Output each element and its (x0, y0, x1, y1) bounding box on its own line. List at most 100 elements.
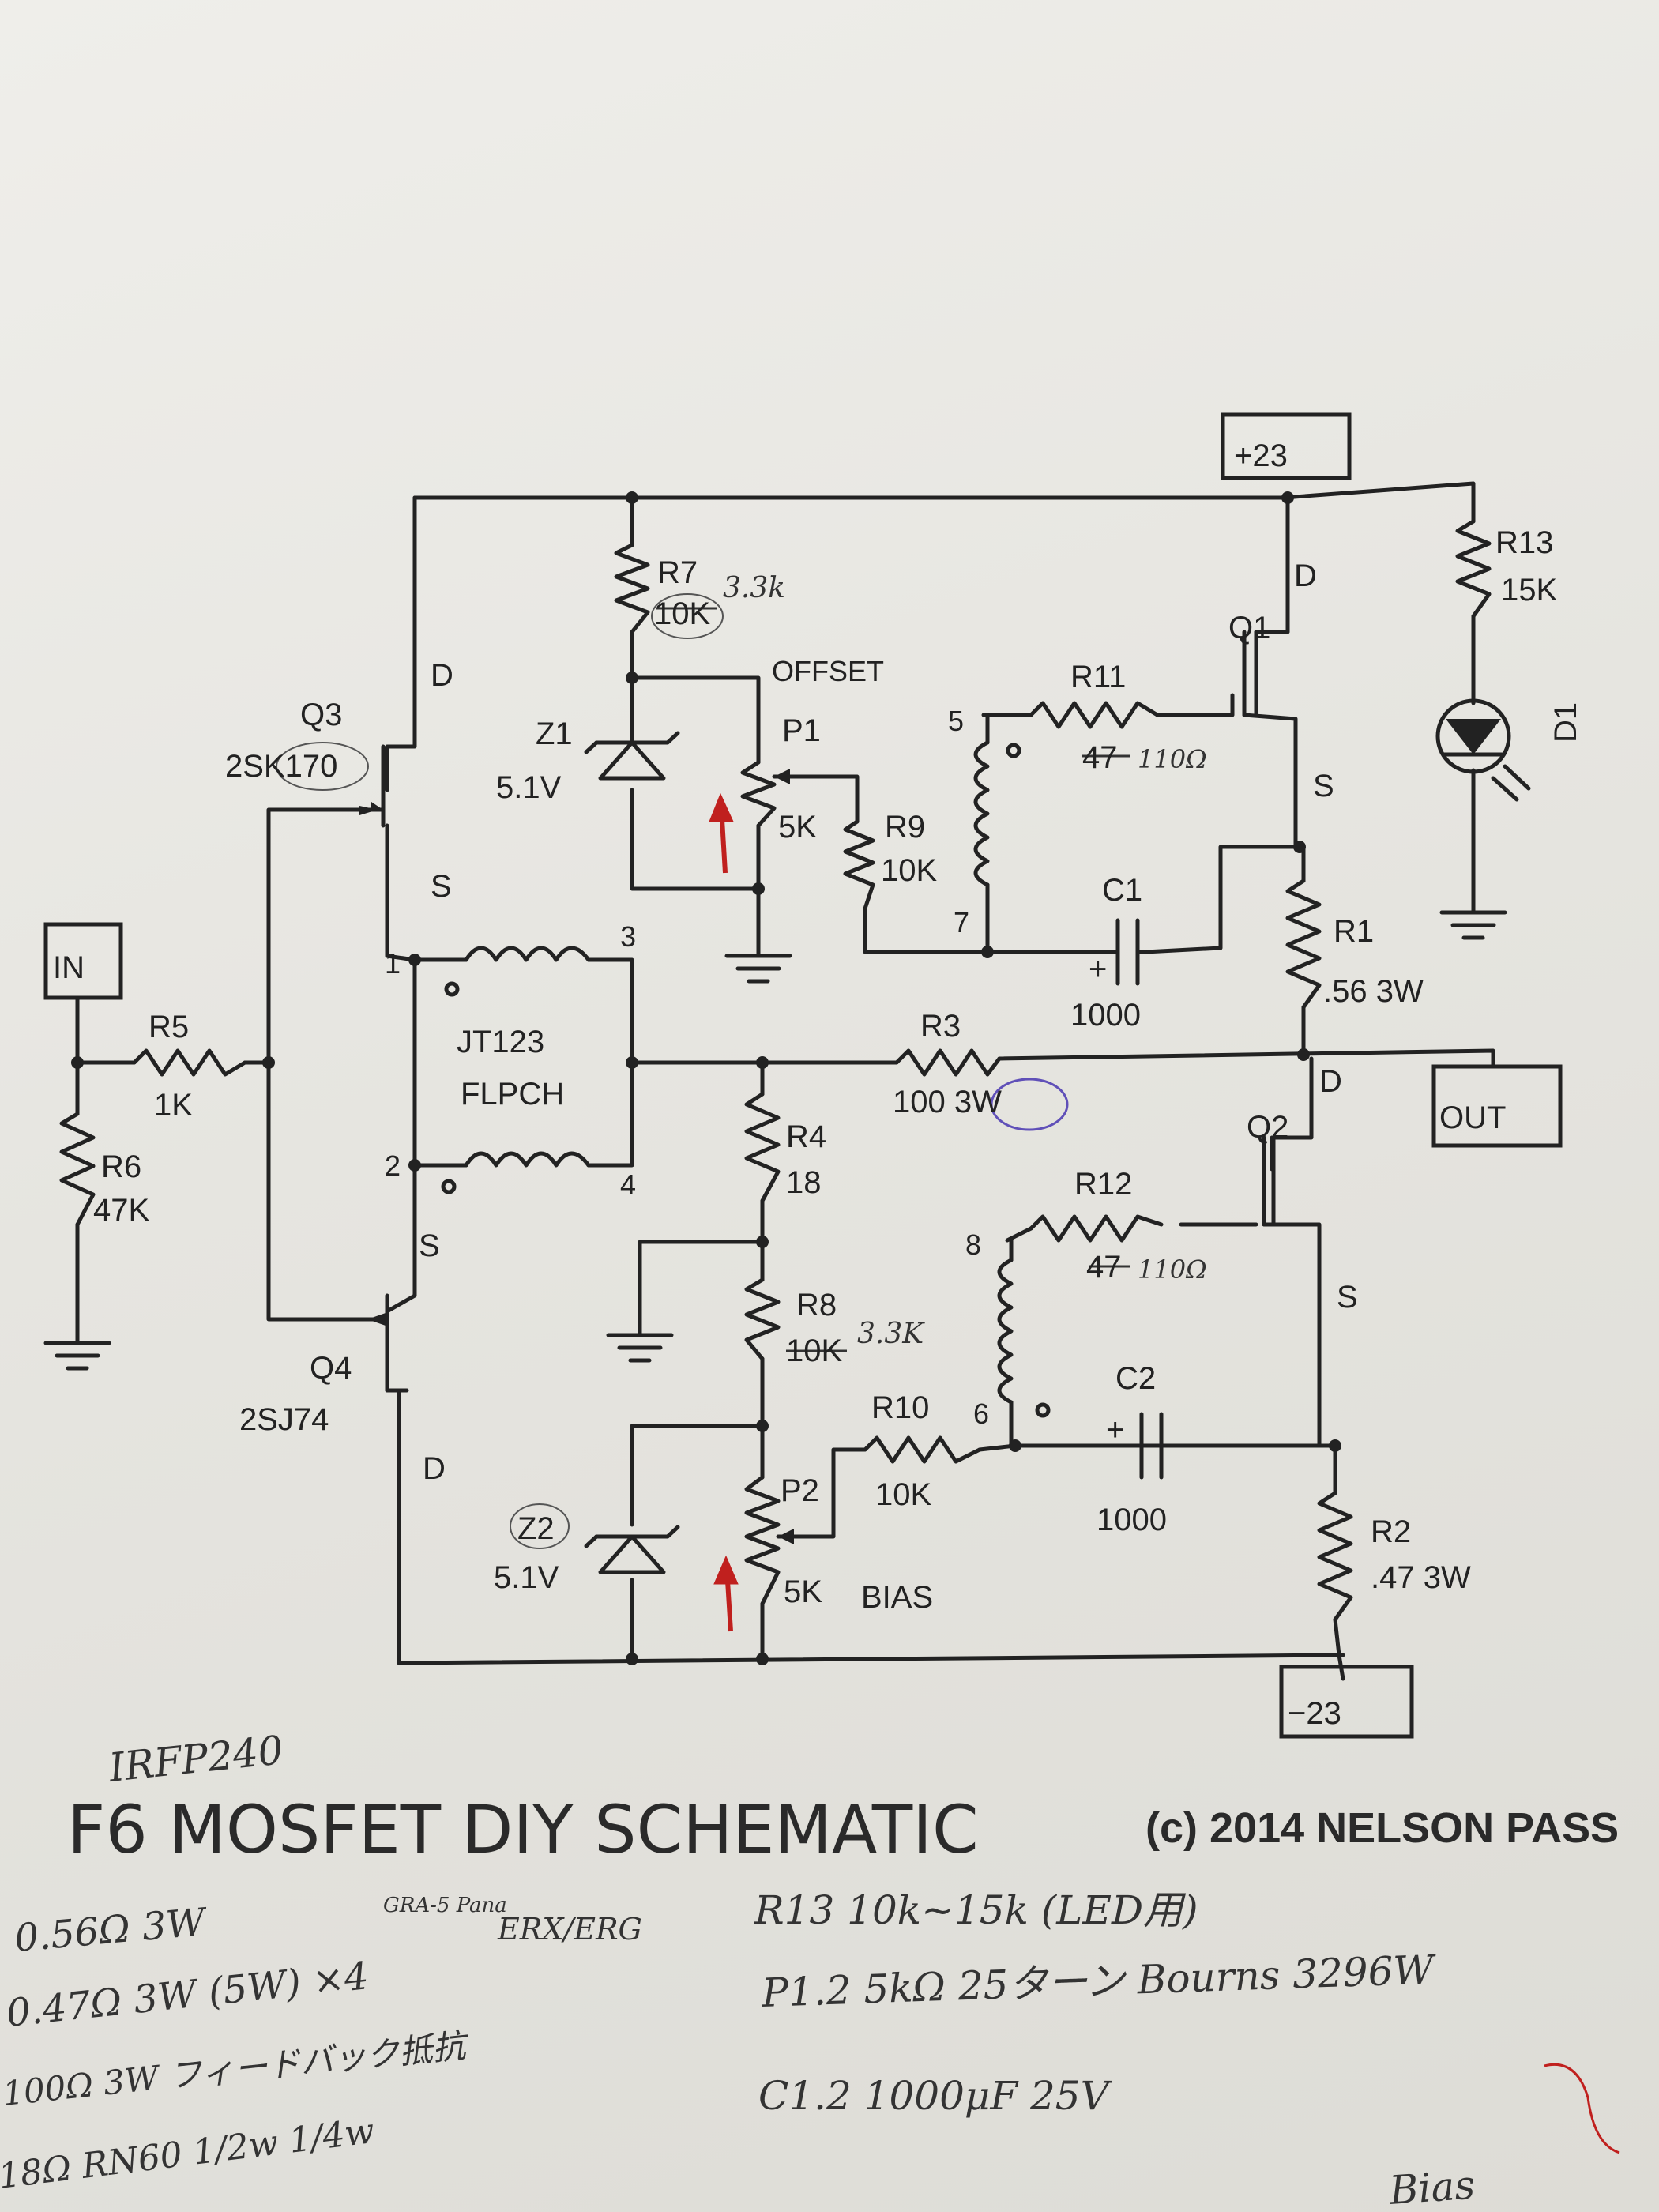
r4-ref: R4 (786, 1119, 826, 1154)
c2-value: 1000 (1097, 1503, 1167, 1537)
q4-drain-label: D (423, 1451, 446, 1486)
r12-ref: R12 (1074, 1167, 1132, 1202)
r11-ref: R11 (1070, 660, 1126, 694)
r7-note: 3.3k (723, 572, 785, 604)
c1-ref: C1 (1102, 873, 1142, 908)
d1-ref: D1 (1548, 702, 1583, 743)
p2-wiper-arrow (778, 1529, 794, 1544)
c2-ref: C2 (1115, 1361, 1156, 1396)
pin-7: 7 (954, 906, 969, 939)
title-block: F6 MOSFET DIY SCHEMATIC (c) 2014 NELSON … (67, 1791, 1619, 1868)
r2-ref: R2 (1371, 1514, 1411, 1549)
q3-symbol (359, 744, 386, 828)
r6-ref: R6 (101, 1149, 141, 1184)
pin-2: 2 (385, 1149, 401, 1182)
r5-ref: R5 (149, 1010, 189, 1044)
coupling-inductor-lower (997, 1258, 1051, 1418)
handwritten-notes: 3.3k 3.3K 110Ω 110Ω IRFP240 R13 10k~15k … (0, 572, 1477, 2212)
schematic-title: F6 MOSFET DIY SCHEMATIC (67, 1791, 979, 1868)
r2-symbol (1317, 1491, 1353, 1622)
p12-note: P1.2 5kΩ 25ターン Bourns 3296W (760, 1947, 1437, 2016)
q1-ref: Q1 (1228, 611, 1270, 645)
r13-value: 15K (1501, 573, 1557, 608)
r12-symbol (1029, 1214, 1164, 1243)
r8-ref: R8 (796, 1288, 837, 1322)
pin-8: 8 (965, 1228, 981, 1261)
q2-source-label: S (1337, 1280, 1358, 1315)
q3-ref: Q3 (300, 698, 342, 732)
ground-r8 (606, 1333, 674, 1363)
c12-note: C1.2 1000μF 25V (758, 2073, 1113, 2119)
r2-spec-note: 0.47Ω 3W (5W) ×4 (4, 1954, 371, 2036)
d1-led-symbol (1435, 698, 1531, 802)
q2-symbol (1262, 1135, 1276, 1227)
r6-symbol (59, 1112, 96, 1227)
r3-value: 100 3W (893, 1085, 1002, 1119)
r9-ref: R9 (885, 810, 925, 845)
r9-symbol (843, 819, 875, 911)
q3-source-label: S (431, 869, 452, 904)
z2-value: 5.1V (494, 1560, 559, 1595)
r1-ref: R1 (1334, 914, 1374, 949)
r8-value: 10K (786, 1334, 842, 1368)
input-box (43, 922, 123, 1000)
q3-drain-label: D (431, 658, 453, 693)
r4-value: 18 (786, 1165, 822, 1200)
p1-function: OFFSET (772, 655, 884, 687)
r8-note: 3.3K (857, 1318, 925, 1350)
transformer-line2: FLPCH (461, 1077, 564, 1112)
r4-spec-note: 18Ω RN60 1/2w 1/4w (0, 2111, 377, 2197)
pen-marks (276, 593, 1620, 2154)
r11-symbol (1029, 701, 1160, 729)
r1-spec-note: 0.56Ω 3W (13, 1900, 209, 1961)
r4-symbol (744, 1092, 781, 1203)
r10-value: 10K (875, 1477, 931, 1512)
z1-value: 5.1V (496, 770, 562, 805)
r13-range-note: R13 10k~15k (LED用) (754, 1887, 1198, 1933)
output-box (1431, 1064, 1563, 1148)
q4-source-label: S (419, 1228, 440, 1263)
p2-ref: P2 (781, 1473, 819, 1508)
r12-value: 47 (1086, 1250, 1122, 1285)
r2-value: .47 3W (1371, 1560, 1471, 1595)
q1-symbol (1242, 630, 1258, 717)
p2-function: BIAS (861, 1580, 933, 1615)
ground-led (1439, 910, 1507, 940)
vplus-label: +23 (1234, 438, 1288, 473)
q3-part: 2SK170 (225, 749, 337, 784)
z1-ref: Z1 (536, 717, 573, 751)
junction-dots (71, 491, 1341, 1665)
q1-source-label: S (1313, 769, 1334, 803)
r1-value: .56 3W (1323, 974, 1424, 1009)
r5-value: 1K (154, 1088, 193, 1123)
pin-4: 4 (620, 1168, 636, 1201)
q1-drain-label: D (1294, 559, 1317, 593)
q2-drain-label: D (1319, 1064, 1342, 1099)
output-label: OUT (1439, 1100, 1506, 1135)
r11-note: 110Ω (1138, 744, 1207, 774)
z2-symbol (584, 1525, 680, 1574)
vplus-box (1221, 412, 1352, 480)
r7-ref: R7 (657, 555, 698, 590)
coupling-inductor-upper (973, 740, 1021, 887)
r7-value: 10K (654, 596, 710, 631)
ground-input (43, 1341, 111, 1371)
r6-value: 47K (93, 1193, 149, 1228)
r1-symbol (1285, 878, 1322, 1010)
r10-symbol (863, 1435, 982, 1464)
p1-symbol (740, 760, 777, 828)
resistor-symbols (59, 519, 1492, 1622)
z1-symbol (584, 731, 680, 781)
vminus-box (1279, 1665, 1414, 1739)
zener-symbols (584, 731, 680, 1574)
ground-symbols (43, 910, 1507, 1371)
c2-symbol (1115, 1412, 1172, 1480)
r8-symbol (744, 1277, 781, 1361)
r3-spec-note: 100Ω 3W フィードバック抵抗 (1, 2026, 472, 2113)
component-labels: +23 −23 IN OUT R7 10K D Q1 R13 15K D1 OF… (53, 438, 1583, 1731)
p1-value: 5K (778, 810, 817, 845)
irfp-note: IRFP240 (106, 1727, 285, 1791)
pin-3: 3 (620, 920, 636, 953)
r13-ref: R13 (1495, 525, 1553, 560)
p1-ref: P1 (782, 713, 821, 748)
